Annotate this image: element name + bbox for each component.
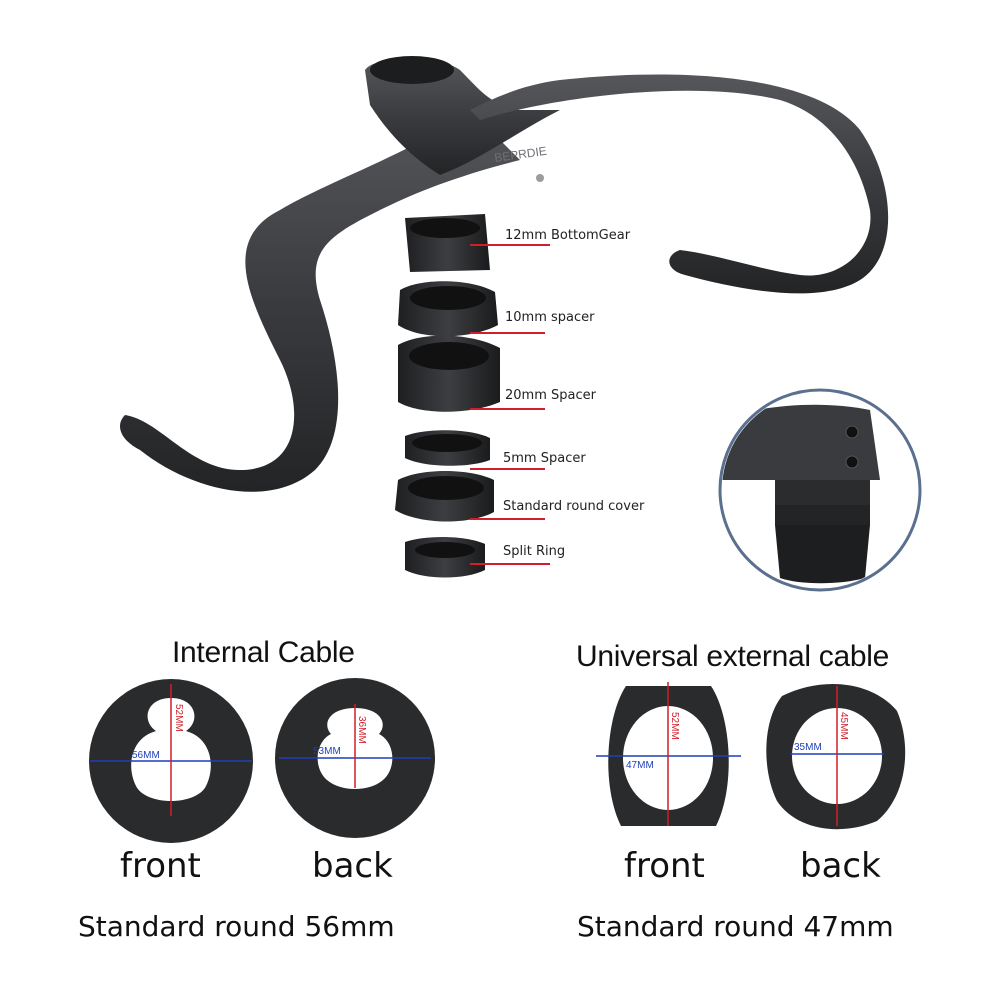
ext-front-height-dim: 52MM: [669, 712, 680, 740]
internal-front-cover: 56MM 52MM: [89, 679, 253, 843]
part-label-10mm-spacer: 10mm spacer: [505, 310, 595, 325]
internal-back-label: back: [312, 846, 393, 886]
external-back-label: back: [800, 846, 881, 886]
section-title-external-cable: Universal external cable: [576, 640, 889, 673]
internal-back-cover: 53MM 36MM: [275, 678, 435, 838]
part-label-bottom-gear: 12mm BottomGear: [505, 228, 631, 243]
callout-line-10mm: [470, 332, 545, 334]
front-height-dim: 52MM: [173, 704, 184, 732]
external-back-cover: 35MM 45MM: [766, 684, 906, 830]
callout-line-20mm: [470, 408, 545, 410]
internal-front-label: front: [120, 846, 201, 886]
callout-line-split-ring: [470, 563, 550, 565]
external-front-label: front: [624, 846, 705, 886]
part-label-20mm-spacer: 20mm Spacer: [505, 388, 596, 403]
callout-line-round-cover: [470, 518, 545, 520]
ext-back-height-dim: 45MM: [838, 712, 849, 740]
back-width-dim: 53MM: [313, 746, 341, 757]
handlebar-image: BEPRDIE: [120, 56, 922, 592]
ext-front-width-dim: 47MM: [626, 760, 654, 771]
callout-line-bottom-gear: [470, 244, 550, 246]
part-label-5mm-spacer: 5mm Spacer: [503, 451, 586, 466]
section-title-internal-cable: Internal Cable: [172, 636, 355, 669]
front-width-dim: 56MM: [132, 750, 160, 761]
external-standard-label: Standard round 47mm: [577, 910, 894, 943]
part-label-split-ring: Split Ring: [503, 544, 566, 559]
part-label-round-cover: Standard round cover: [503, 499, 645, 514]
ext-back-width-dim: 35MM: [794, 742, 822, 753]
back-height-dim: 36MM: [356, 716, 367, 744]
internal-standard-label: Standard round 56mm: [78, 910, 395, 943]
callout-line-5mm: [470, 468, 545, 470]
external-front-cover: 47MM 52MM: [596, 682, 741, 826]
